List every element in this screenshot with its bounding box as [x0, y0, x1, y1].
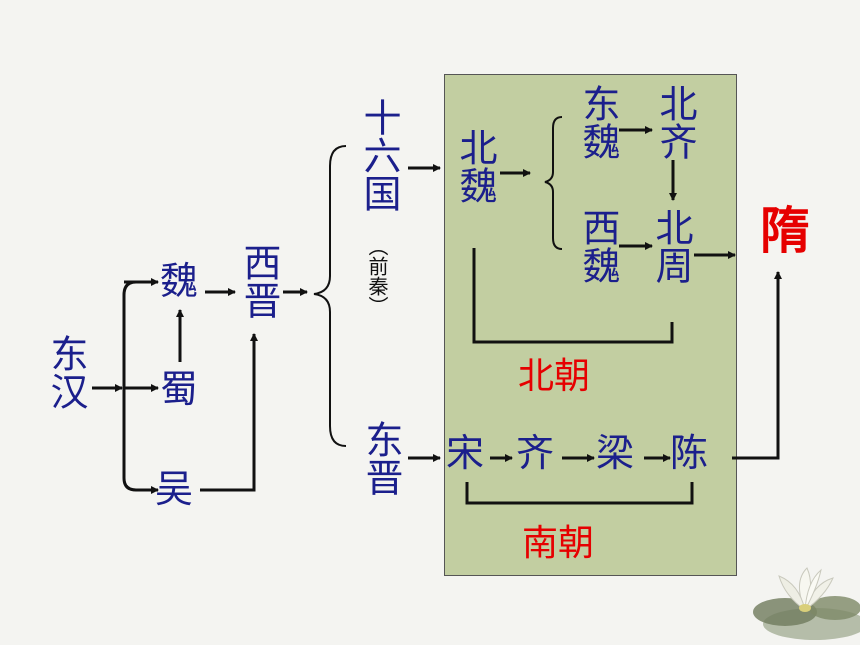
node-shu: 蜀	[160, 367, 199, 411]
northern-dynasties-bracket	[472, 248, 674, 344]
three-kingdoms-bracket	[122, 280, 137, 492]
node-qi: 齐	[516, 431, 555, 475]
node-wei: 魏	[160, 259, 199, 303]
node-wu: 吴	[155, 467, 194, 511]
node-northern-wei: 北魏	[453, 128, 497, 204]
jin-split-brace	[313, 145, 347, 447]
node-western-wei: 西魏	[576, 208, 620, 284]
north-south-dynasties-panel	[444, 74, 737, 576]
node-western-jin: 西晋	[237, 243, 281, 319]
northern-wei-split-brace	[544, 116, 563, 250]
label-northern-dynasties: 北朝	[518, 356, 591, 397]
southern-dynasties-bracket	[465, 482, 694, 505]
node-sui: 隋	[760, 202, 810, 260]
node-northern-zhou: 北周	[649, 208, 693, 284]
node-chen: 陈	[670, 431, 709, 475]
node-liang: 梁	[596, 431, 635, 475]
node-eastern-han: 东汉	[44, 334, 88, 410]
lotus-flower-decoration	[753, 567, 860, 640]
node-eastern-wei: 东魏	[576, 84, 620, 160]
edge-wu-to-western-jin	[200, 333, 258, 492]
label-southern-dynasties: 南朝	[522, 523, 595, 564]
node-sixteen-kingdoms: 十六国	[357, 98, 401, 212]
node-northern-qi: 北齐	[653, 84, 697, 160]
edge-chen-to-sui	[732, 271, 782, 460]
node-song: 宋	[446, 431, 485, 475]
node-eastern-jin: 东晋	[359, 420, 403, 496]
node-former-qin: （前秦）	[365, 236, 389, 316]
